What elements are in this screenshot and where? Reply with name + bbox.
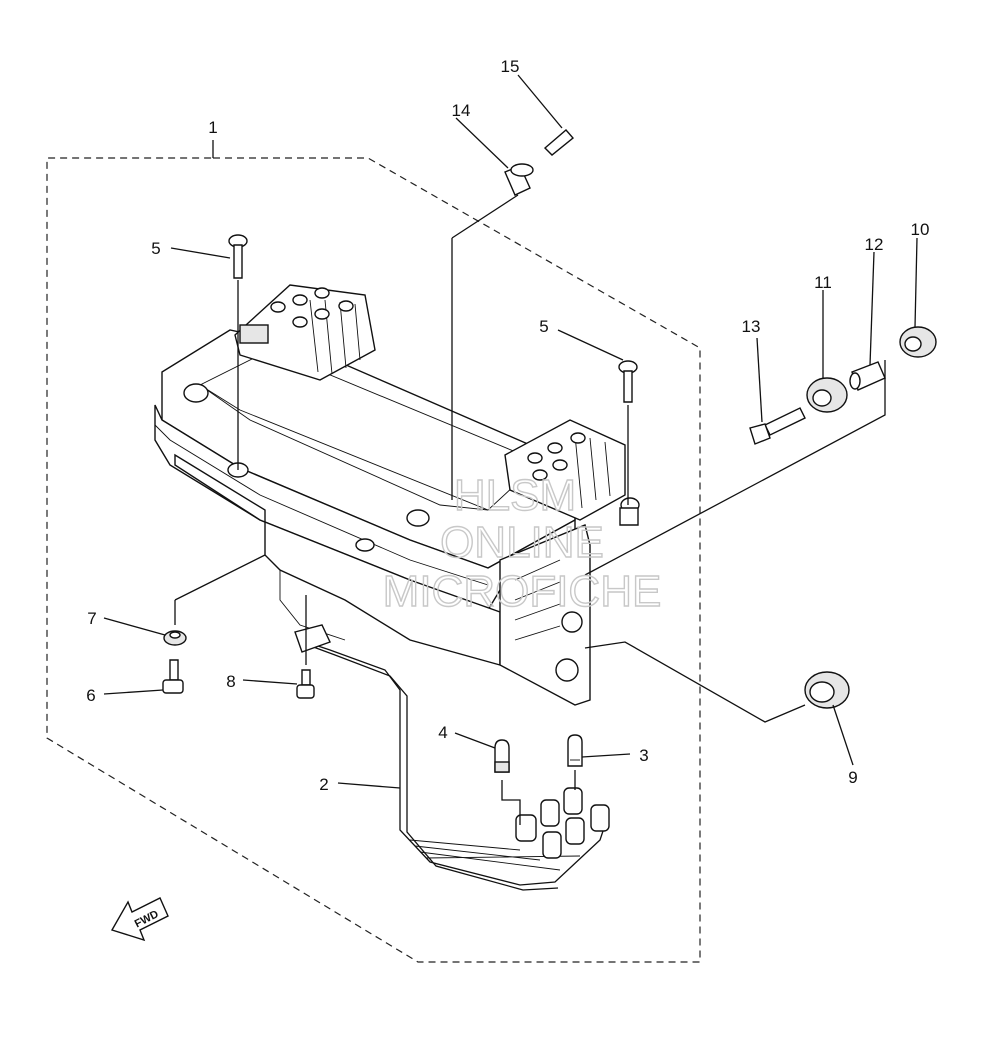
watermark-line-2: ONLINE: [440, 518, 604, 567]
bulbs: [494, 734, 583, 825]
assembly-outline: [46, 140, 701, 963]
callout-14: 14: [452, 101, 471, 120]
top-grommet: [451, 129, 575, 500]
callout-15: 15: [501, 57, 520, 76]
wire-harness: [294, 624, 610, 891]
leader-lines: [103, 74, 918, 789]
watermark: HLSM ONLINE MICROFICHE: [382, 470, 662, 616]
screws: [228, 234, 638, 505]
callout-11: 11: [814, 273, 832, 292]
callout-1: 1: [208, 118, 217, 137]
callout-5-right: 5: [539, 317, 548, 336]
watermark-line-1: HLSM: [454, 471, 576, 520]
electrical-box: [154, 284, 640, 706]
callout-4: 4: [438, 723, 447, 742]
callout-2: 2: [319, 775, 328, 794]
callout-8: 8: [226, 672, 235, 691]
callout-9: 9: [848, 768, 857, 787]
callout-12: 12: [865, 235, 884, 254]
mount-hardware: [584, 326, 937, 723]
callout-3: 3: [639, 746, 648, 765]
fwd-arrow-icon: FWD: [110, 897, 169, 942]
callout-10: 10: [911, 220, 930, 239]
callout-7: 7: [87, 609, 96, 628]
callout-13: 13: [742, 317, 761, 336]
bottom-fasteners: [162, 554, 315, 699]
callout-labels: 1 2 3 4 5 5 6 7 8 9 10 11 12 13 14 15: [86, 57, 929, 794]
callout-6: 6: [86, 686, 95, 705]
callout-5-left: 5: [151, 239, 160, 258]
watermark-line-3: MICROFICHE: [383, 567, 662, 616]
